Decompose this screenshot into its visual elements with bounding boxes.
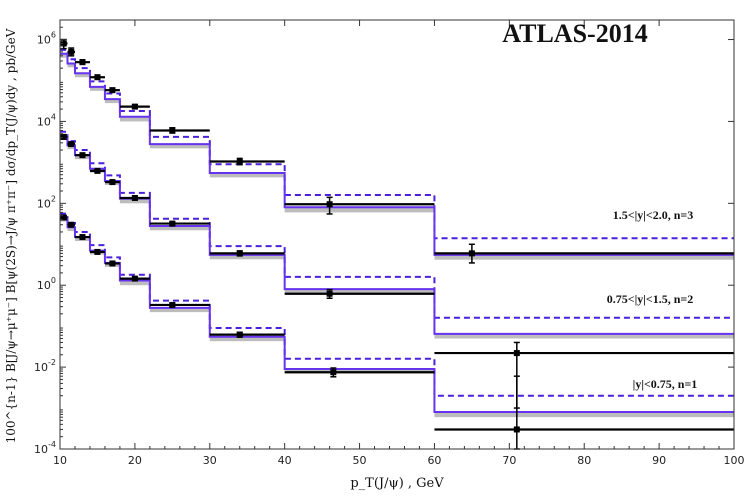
data-point-marker bbox=[236, 331, 243, 338]
data-point-marker bbox=[68, 221, 75, 228]
set-label-high-y: 1.5<|y|<2.0, n=3 bbox=[613, 208, 693, 222]
data-point-marker bbox=[131, 275, 138, 282]
data-point-marker bbox=[169, 127, 176, 134]
data-point-marker bbox=[330, 369, 337, 376]
theory-band-bin bbox=[149, 307, 210, 313]
plot-frame bbox=[59, 19, 735, 450]
axes: 10 20 30 40 50 60 70 80 90 100 10-4 10-2 100 102 104 10… bbox=[34, 19, 745, 467]
data-point-marker bbox=[131, 194, 138, 201]
data-point-marker bbox=[109, 179, 116, 186]
data-point-marker bbox=[79, 59, 86, 66]
data-point-marker bbox=[60, 133, 67, 140]
data-point-marker bbox=[60, 40, 67, 47]
theory-band-bin bbox=[119, 280, 150, 286]
x-tick-label: 50 bbox=[353, 454, 367, 467]
theory-solid-curve bbox=[60, 216, 734, 414]
theory-band-bin bbox=[149, 225, 210, 231]
set-label-low-y: |y|<0.75, n=1 bbox=[633, 377, 698, 391]
theory-band-bin bbox=[434, 333, 734, 339]
data-point-marker bbox=[131, 103, 138, 110]
theory-band-bin bbox=[209, 336, 285, 342]
theory-solid-curve bbox=[60, 52, 734, 256]
data-point-marker bbox=[68, 141, 75, 148]
data-point-marker bbox=[94, 248, 101, 255]
data-point-marker bbox=[513, 426, 520, 433]
data-point-marker bbox=[513, 350, 520, 357]
x-axis-title: p_T(J/ψ) , GeV bbox=[350, 476, 444, 491]
data-point-marker bbox=[326, 201, 333, 208]
data-point-marker bbox=[236, 250, 243, 257]
theory-band-bin bbox=[104, 99, 120, 104]
theory-band-bin bbox=[89, 86, 105, 91]
x-tick-label: 70 bbox=[502, 454, 516, 467]
theory-band-bin bbox=[119, 116, 150, 122]
x-tick-label: 100 bbox=[724, 454, 745, 467]
theory-solid-curves bbox=[60, 52, 734, 414]
x-tick-label: 20 bbox=[128, 454, 142, 467]
y-tick-label: 102 bbox=[37, 194, 56, 210]
data-point-marker bbox=[79, 152, 86, 159]
theory-bands bbox=[60, 53, 734, 418]
theory-band-bin bbox=[67, 145, 75, 150]
data-point-marker bbox=[68, 48, 75, 55]
y-tick-label: 10-4 bbox=[34, 440, 56, 456]
y-tick-label: 104 bbox=[37, 112, 56, 128]
data-point-marker bbox=[169, 301, 176, 308]
x-tick-label: 40 bbox=[278, 454, 292, 467]
theory-band-bin bbox=[60, 53, 68, 58]
data-point-marker bbox=[236, 158, 243, 165]
data-point-marker bbox=[94, 74, 101, 81]
data-point-marker bbox=[94, 167, 101, 174]
data-point-marker bbox=[468, 250, 475, 257]
theory-band-bin bbox=[74, 73, 90, 78]
data-points bbox=[60, 38, 734, 450]
data-point-marker bbox=[326, 290, 333, 297]
theory-solid-curve bbox=[60, 134, 734, 335]
y-tick-label: 106 bbox=[37, 31, 56, 47]
theory-band-bin bbox=[119, 198, 150, 204]
x-tick-label: 10 bbox=[53, 454, 67, 467]
data-point-marker bbox=[60, 214, 67, 221]
theory-band-bin bbox=[434, 254, 734, 260]
data-point-marker bbox=[109, 260, 116, 267]
data-point-marker bbox=[169, 220, 176, 227]
x-tick-label: 90 bbox=[652, 454, 666, 467]
y-tick-label: 10-2 bbox=[34, 358, 56, 374]
chart-title: ATLAS-2014 bbox=[502, 19, 647, 48]
set-label-mid-y: 0.75<|y|<1.5, n=2 bbox=[607, 292, 693, 306]
theory-band-bin bbox=[67, 227, 75, 232]
data-point-marker bbox=[109, 87, 116, 94]
theory-band-bin bbox=[67, 63, 75, 68]
theory-band-bin bbox=[209, 254, 285, 260]
y-axis-title: 100^{n-1} B[J/ψ→μ⁺μ⁻] B[ψ(2S)→J/ψ π⁺π⁻] … bbox=[4, 28, 18, 443]
theory-band-bin bbox=[284, 207, 435, 213]
x-tick-label: 80 bbox=[577, 454, 591, 467]
data-point-marker bbox=[79, 234, 86, 241]
theory-band-bin bbox=[434, 412, 734, 418]
theory-band-bin bbox=[209, 173, 285, 178]
x-tick-label: 30 bbox=[203, 454, 217, 467]
theory-band-bin bbox=[284, 289, 435, 295]
x-tick-label: 60 bbox=[427, 454, 441, 467]
theory-band-bin bbox=[149, 144, 210, 149]
y-tick-label: 100 bbox=[37, 276, 56, 292]
